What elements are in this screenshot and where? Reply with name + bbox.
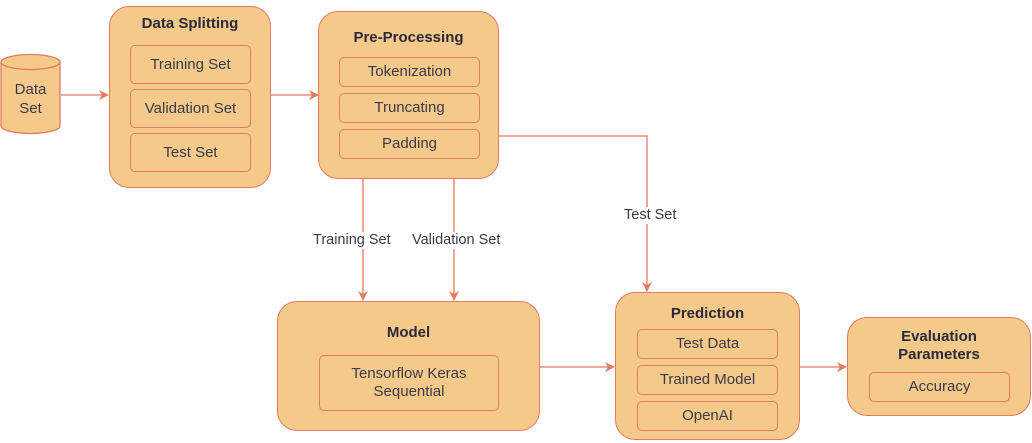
model-item-line1: Tensorflow Keras	[351, 365, 467, 382]
arrow-test-set-to-prediction	[499, 135, 652, 292]
cylinder-shape	[0, 53, 61, 135]
model-item-line2: Sequential	[373, 383, 445, 400]
preprocessing-title: Pre-Processing	[353, 29, 464, 46]
data-set-cylinder: Data Set	[0, 0, 61, 140]
edge-label-validation-set: Validation Set	[412, 232, 501, 249]
evaluation-title-line1: Evaluation	[901, 328, 977, 345]
training-set-item: Training Set	[130, 45, 251, 84]
data-set-label-line1: Data	[14, 81, 47, 98]
openai-item: OpenAI	[637, 401, 778, 431]
evaluation-title: Evaluation Parameters	[848, 328, 1030, 364]
padding-item: Padding	[339, 129, 480, 159]
edge-label-test-set: Test Set	[624, 207, 677, 224]
truncating-item: Truncating	[339, 93, 480, 123]
tensorflow-keras-sequential-item: Tensorflow Keras Sequential	[319, 355, 499, 411]
trained-model-item: Trained Model	[637, 365, 778, 395]
evaluation-title-line2: Parameters	[898, 346, 980, 363]
data-splitting-box: Data Splitting Training Set Validation S…	[109, 6, 271, 188]
accuracy-item: Accuracy	[869, 372, 1010, 402]
prediction-box: Prediction Test Data Trained Model OpenA…	[615, 292, 800, 440]
validation-set-item: Validation Set	[130, 89, 251, 128]
tokenization-item: Tokenization	[339, 57, 480, 87]
preprocessing-box: Pre-Processing Tokenization Truncating P…	[318, 11, 499, 179]
test-set-item: Test Set	[130, 133, 251, 172]
prediction-title: Prediction	[670, 305, 745, 322]
evaluation-parameters-box: Evaluation Parameters Accuracy	[847, 317, 1031, 416]
data-set-label: Data Set	[0, 80, 61, 118]
model-box: Model Tensorflow Keras Sequential	[277, 301, 540, 431]
model-title: Model	[386, 324, 431, 341]
edge-label-training-set: Training Set	[313, 232, 391, 249]
data-set-label-line2: Set	[19, 100, 42, 117]
data-splitting-title: Data Splitting	[141, 15, 239, 32]
test-data-item: Test Data	[637, 329, 778, 359]
